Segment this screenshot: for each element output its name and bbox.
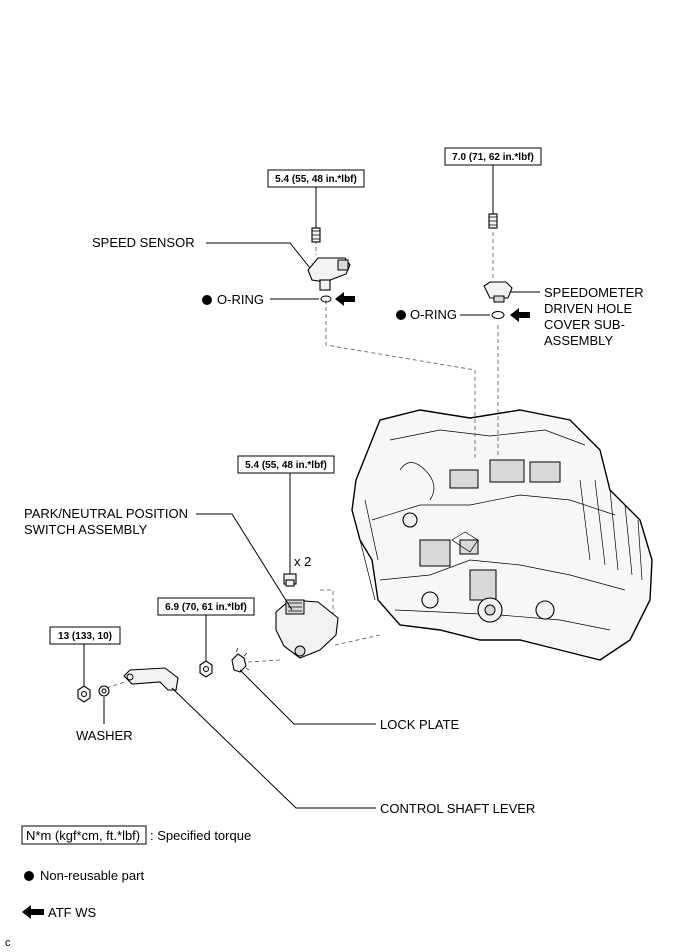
control-shaft-lever-part [123,667,179,691]
label-lock-plate: LOCK PLATE [380,717,460,732]
legend-torque-unit: N*m (kgf*cm, ft.*lbf) [26,828,140,843]
legend-atf: ATF WS [48,905,96,920]
pnp-switch-part [275,573,339,659]
lock-plate-part [231,647,250,673]
svg-text:6.9 (70, 61 in.*lbf): 6.9 (70, 61 in.*lbf) [165,602,247,613]
torque-box-lever-nut: 6.9 (70, 61 in.*lbf) [157,597,255,661]
o-ring-right-part [491,311,505,319]
nonreusable-dot-icon [202,295,212,305]
label-speedometer-4: ASSEMBLY [544,333,613,348]
shaft-nut-part [77,685,91,703]
label-pnp-2: SWITCH ASSEMBLY [24,522,148,537]
nonreusable-dot-icon [396,310,406,320]
atf-arrow-icon [510,308,530,322]
torque-box-speedometer: 7.0 (71, 62 in.*lbf) [444,147,542,214]
lever-nut-part [199,660,213,678]
label-speedometer-2: DRIVEN HOLE [544,301,632,316]
speed-sensor-part [307,227,351,291]
transaxle-illustration [351,409,653,661]
torque-box-shaft-nut: 13 (133, 10) [49,626,121,686]
torque-box-pnp-switch: 5.4 (55, 48 in.*lbf) [237,455,335,574]
svg-text:5.4 (55, 48 in.*lbf): 5.4 (55, 48 in.*lbf) [275,174,357,185]
legend-nonreusable: Non-reusable part [40,868,144,883]
o-ring-left-part [320,295,332,303]
legend: N*m (kgf*cm, ft.*lbf) : Specified torque… [21,825,251,920]
label-speed-sensor: SPEED SENSOR [92,235,195,250]
corner-mark: c [5,937,11,949]
svg-text:5.4 (55, 48 in.*lbf): 5.4 (55, 48 in.*lbf) [245,460,327,471]
label-speedometer-1: SPEEDOMETER [544,285,644,300]
svg-text:13 (133, 10): 13 (133, 10) [58,631,112,642]
legend-torque-desc: : Specified torque [150,828,251,843]
label-speedometer-3: COVER SUB- [544,317,625,332]
svg-text:7.0 (71, 62 in.*lbf): 7.0 (71, 62 in.*lbf) [452,152,534,163]
label-pnp-1: PARK/NEUTRAL POSITION [24,506,188,521]
atf-arrow-icon [22,905,44,919]
label-control-shaft-lever: CONTROL SHAFT LEVER [380,801,535,816]
speedometer-cover-part [483,213,513,303]
atf-arrow-icon [335,292,355,306]
label-bolt-qty: x 2 [294,554,311,569]
washer-part [98,685,110,697]
label-washer: WASHER [76,728,133,743]
torque-box-speed-sensor: 5.4 (55, 48 in.*lbf) [267,169,365,228]
nonreusable-dot-icon [24,871,34,881]
alignment-lines [99,225,499,691]
legend-torque-box [21,825,147,845]
label-o-ring-left: O-RING [217,292,264,307]
label-o-ring-right: O-RING [410,307,457,322]
